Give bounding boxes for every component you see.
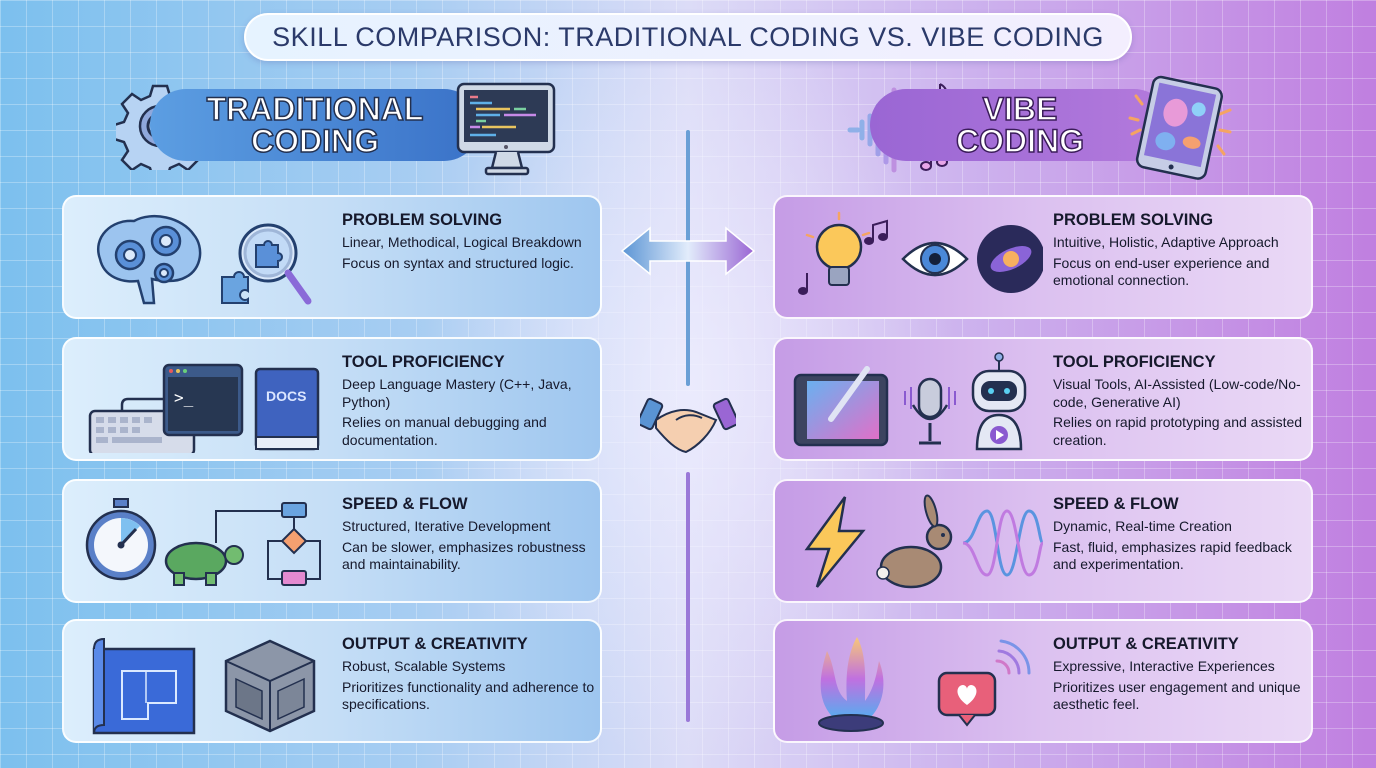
docs-book-icon: DOCS (254, 367, 320, 451)
card-line1: Structured, Iterative Development (342, 518, 551, 534)
robot-icon (971, 352, 1027, 451)
stopwatch-icon (85, 498, 157, 581)
card-line2: Can be slower, emphasizes robustness and… (342, 538, 586, 573)
flowchart-icon (215, 502, 321, 586)
eye-icon (901, 241, 969, 277)
card-title: TOOL PROFICIENCY (1053, 353, 1216, 371)
blueprint-icon (92, 637, 196, 735)
code-monitor-icon (456, 82, 556, 176)
card-line2: Relies on rapid prototyping and assisted… (1053, 414, 1303, 448)
page-title: SKILL COMPARISON: TRADITIONAL CODING VS.… (272, 21, 1104, 52)
card-line1: Robust, Scalable Systems (342, 658, 506, 674)
traditional-card-speed-flow: SPEED & FLOW Structured, Iterative Devel… (62, 479, 602, 603)
galaxy-icon (977, 225, 1043, 293)
terminal-icon: >_ (162, 363, 244, 437)
heart-notification-icon (937, 639, 1031, 727)
brain-gears-icon (97, 214, 312, 305)
vibe-coding-banner: VIBE CODING (870, 89, 1170, 161)
drawing-tablet-icon (793, 366, 889, 447)
card-line1: Intuitive, Holistic, Adaptive Approach (1053, 234, 1279, 250)
title-banner: SKILL COMPARISON: TRADITIONAL CODING VS.… (244, 13, 1132, 61)
crystal-flame-icon (818, 637, 884, 732)
turtle-icon (164, 541, 244, 586)
traditional-card-tool-proficiency: >_ DOCS TOOL PROFICIENCY Deep Language M… (62, 337, 602, 461)
svg-text:DOCS: DOCS (266, 388, 306, 404)
traditional-card-problem-solving: PROBLEM SOLVING Linear, Methodical, Logi… (62, 195, 602, 319)
card-title: TOOL PROFICIENCY (342, 353, 505, 371)
card-title: OUTPUT & CREATIVITY (342, 635, 528, 653)
traditional-heading-line2: CODING (250, 123, 379, 159)
wave-icon (962, 509, 1043, 577)
center-divider-bottom (686, 472, 690, 722)
card-line1: Linear, Methodical, Logical Breakdown (342, 234, 582, 250)
vibe-card-problem-solving: PROBLEM SOLVING Intuitive, Holistic, Ada… (773, 195, 1313, 319)
card-line2: Focus on syntax and structured logic. (342, 254, 574, 271)
card-line2: Relies on manual debugging and documenta… (342, 414, 547, 448)
magnifier-puzzle-icon (221, 223, 312, 305)
vibe-heading-line2: CODING (955, 123, 1085, 159)
card-title: OUTPUT & CREATIVITY (1053, 635, 1239, 653)
card-line1: Deep Language Mastery (C++, Java, Python… (342, 376, 572, 410)
handshake-icon (640, 397, 736, 454)
lightning-icon (804, 496, 866, 588)
traditional-card-output-creativity: OUTPUT & CREATIVITY Robust, Scalable Sys… (62, 619, 602, 743)
card-line2: Focus on end-user experience and emotion… (1053, 254, 1270, 289)
card-line1: Dynamic, Real-time Creation (1053, 518, 1232, 534)
svg-text:>_: >_ (174, 388, 194, 407)
card-line2: Prioritizes user engagement and unique a… (1053, 678, 1301, 713)
double-arrow-icon (620, 226, 756, 276)
vibe-card-tool-proficiency: TOOL PROFICIENCY Visual Tools, AI-Assist… (773, 337, 1313, 461)
card-title: SPEED & FLOW (342, 495, 468, 513)
tablet-art-icon (1128, 75, 1232, 180)
rabbit-icon (876, 494, 953, 589)
vibe-card-output-creativity: OUTPUT & CREATIVITY Expressive, Interact… (773, 619, 1313, 743)
card-title: PROBLEM SOLVING (342, 211, 503, 229)
card-line1: Expressive, Interactive Experiences (1053, 658, 1275, 674)
vibe-heading-line1: VIBE (982, 91, 1058, 127)
card-line1: Visual Tools, AI-Assisted (Low-code/No-c… (1053, 376, 1301, 410)
card-line2: Fast, fluid, emphasizes rapid feedback a… (1053, 538, 1292, 573)
card-title: SPEED & FLOW (1053, 495, 1179, 513)
lightbulb-music-icon (798, 211, 888, 295)
vibe-card-speed-flow: SPEED & FLOW Dynamic, Real-time Creation… (773, 479, 1313, 603)
card-line2: Prioritizes functionality and adherence … (342, 678, 595, 713)
traditional-heading-line1: TRADITIONAL (206, 91, 424, 127)
traditional-coding-banner: TRADITIONAL CODING (150, 89, 480, 161)
microphone-icon (904, 377, 956, 445)
card-title: PROBLEM SOLVING (1053, 211, 1214, 229)
metal-cube-icon (224, 639, 316, 733)
